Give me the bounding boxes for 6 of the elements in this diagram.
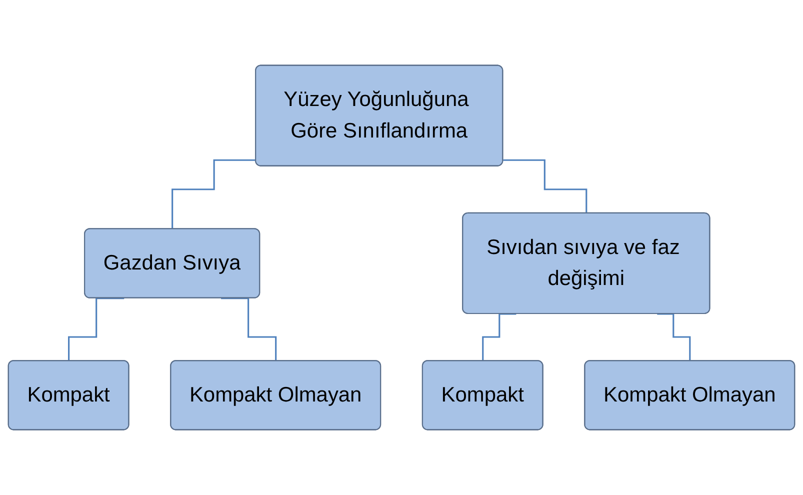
connector: [503, 159, 588, 214]
connector: [482, 313, 516, 362]
connector: [657, 313, 691, 362]
connector: [172, 159, 256, 230]
connector: [221, 298, 277, 362]
connector: [68, 298, 124, 362]
